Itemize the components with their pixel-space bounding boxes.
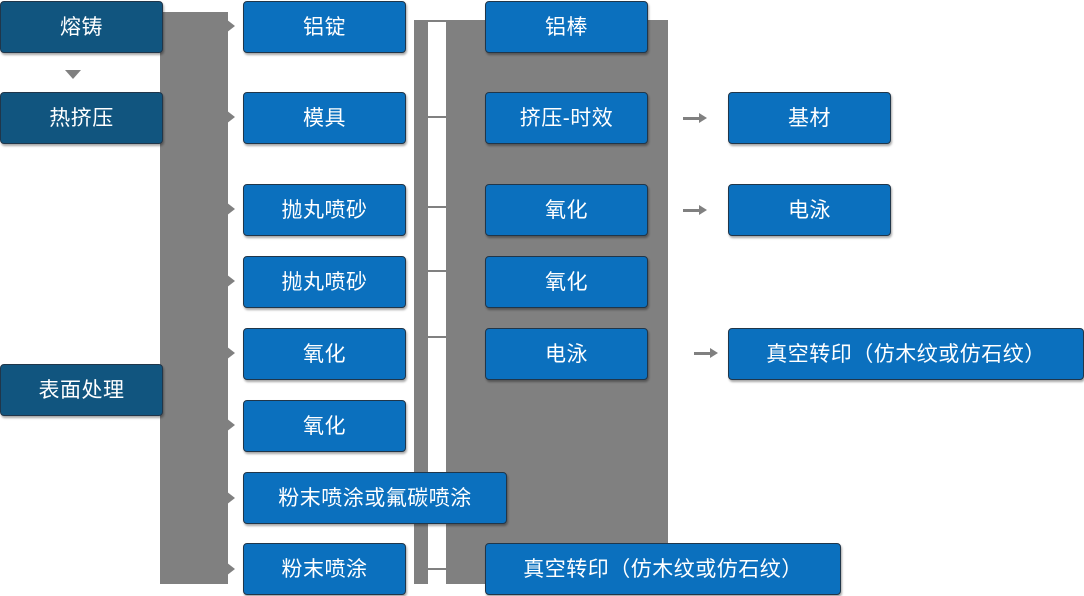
process-label-oxidation-2: 氧化: [303, 414, 346, 438]
treatment-label-electrophoresis-1: 电泳: [545, 342, 588, 366]
stage-box-melting-casting[interactable]: 熔铸: [0, 0, 163, 53]
connector-tick-3: [428, 206, 448, 208]
process-label-oxidation-1: 氧化: [303, 342, 346, 366]
arrow-to-shot-blasting-2: [226, 274, 235, 288]
process-box-powder-or-fluorocarbon-coating[interactable]: 粉末喷涂或氟碳喷涂: [243, 470, 507, 524]
connector-tick-6: [428, 568, 448, 570]
process-label-aluminum-ingot: 铝锭: [303, 15, 346, 39]
treatment-label-aluminum-bar: 铝棒: [545, 15, 588, 39]
output-label-vacuum-transfer-printing-right: 真空转印（仿木纹或仿石纹）: [766, 342, 1046, 366]
stem-to-electrophoresis-2: [683, 209, 699, 212]
treatment-label-oxidation-3: 氧化: [545, 198, 588, 222]
process-label-powder-or-fluorocarbon-coating: 粉末喷涂或氟碳喷涂: [278, 486, 472, 510]
arrow-to-mold: [226, 110, 235, 124]
process-box-powder-coating[interactable]: 粉末喷涂: [243, 541, 406, 595]
process-to-treatment-left-bar: [414, 20, 428, 584]
process-box-shot-blasting-2[interactable]: 抛丸喷砂: [243, 254, 406, 308]
treatment-label-vacuum-transfer-printing-bottom: 真空转印（仿木纹或仿石纹）: [523, 557, 803, 581]
treatment-box-aluminum-bar[interactable]: 铝棒: [485, 0, 648, 53]
arrow-to-powder-or-fluorocarbon-coating: [226, 491, 235, 505]
arrow-to-shot-blasting-1: [226, 202, 235, 216]
process-box-oxidation-1[interactable]: 氧化: [243, 326, 406, 380]
process-box-shot-blasting-1[interactable]: 抛丸喷砂: [243, 182, 406, 236]
treatment-box-oxidation-4[interactable]: 氧化: [485, 254, 648, 308]
arrow-melting-to-extrusion: [65, 70, 81, 79]
connector-tick-1: [414, 20, 448, 22]
arrow-to-electrophoresis-2: [699, 205, 707, 215]
output-label-electrophoresis-2: 电泳: [788, 198, 831, 222]
connector-tick-5: [414, 336, 448, 338]
treatment-box-vacuum-transfer-printing-bottom[interactable]: 真空转印（仿木纹或仿石纹）: [485, 541, 841, 595]
stage-to-process-connector-body: [160, 12, 228, 584]
stage-label-hot-extrusion: 热挤压: [49, 106, 114, 130]
treatment-label-oxidation-4: 氧化: [545, 270, 588, 294]
treatment-label-extrusion-aging: 挤压-时效: [519, 106, 614, 130]
arrow-to-oxidation-2: [226, 418, 235, 432]
stage-box-surface-treatment[interactable]: 表面处理: [0, 362, 163, 416]
output-box-electrophoresis-2[interactable]: 电泳: [728, 182, 891, 236]
connector-tick-2: [428, 116, 448, 118]
arrow-to-oxidation-1: [226, 346, 235, 360]
process-label-shot-blasting-2: 抛丸喷砂: [281, 270, 368, 294]
stage-label-surface-treatment: 表面处理: [38, 378, 125, 402]
output-label-base-material: 基材: [788, 106, 831, 130]
arrow-to-aluminum-ingot: [226, 19, 235, 33]
process-box-mold[interactable]: 模具: [243, 90, 406, 144]
process-box-aluminum-ingot[interactable]: 铝锭: [243, 0, 406, 53]
process-label-shot-blasting-1: 抛丸喷砂: [281, 198, 368, 222]
stage-label-melting-casting: 熔铸: [60, 15, 103, 39]
stage-box-hot-extrusion[interactable]: 热挤压: [0, 90, 163, 144]
output-box-vacuum-transfer-printing-right[interactable]: 真空转印（仿木纹或仿石纹）: [728, 326, 1084, 380]
arrow-to-base-material: [699, 113, 707, 123]
surface-treatment-connector-stub: [160, 366, 174, 369]
treatment-box-electrophoresis-1[interactable]: 电泳: [485, 326, 648, 380]
arrow-to-powder-coating: [226, 562, 235, 576]
arrow-to-vacuum-transfer-printing-right: [710, 348, 718, 358]
output-box-base-material[interactable]: 基材: [728, 90, 891, 144]
process-label-mold: 模具: [303, 106, 346, 130]
treatment-box-extrusion-aging[interactable]: 挤压-时效: [485, 90, 648, 144]
stem-to-vacuum-transfer-printing-right: [694, 352, 710, 355]
stem-to-base-material: [683, 117, 699, 120]
treatment-box-oxidation-3[interactable]: 氧化: [485, 182, 648, 236]
connector-tick-4: [428, 270, 448, 272]
process-box-oxidation-2[interactable]: 氧化: [243, 398, 406, 452]
process-label-powder-coating: 粉末喷涂: [281, 557, 368, 581]
